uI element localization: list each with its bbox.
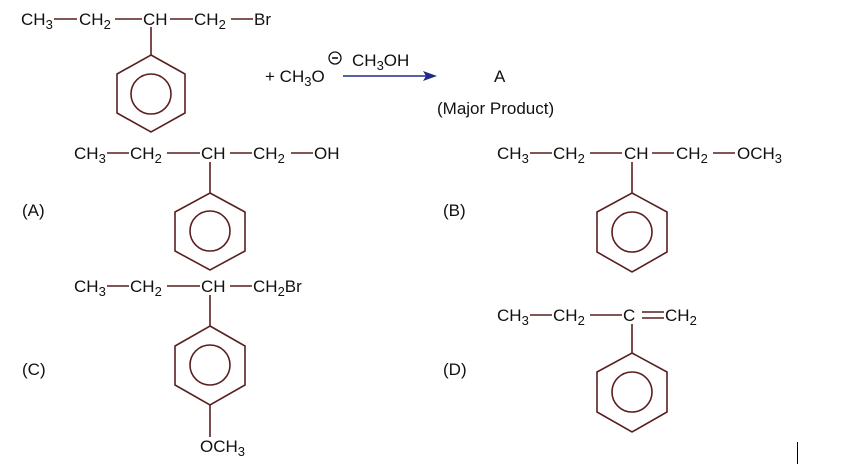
aromatic-circle: [611, 371, 653, 413]
aromatic-circle: [611, 211, 653, 253]
benzene-ring: [174, 192, 246, 271]
solvent-label: CH3OH: [352, 51, 410, 73]
reactant-ch: CH: [143, 10, 168, 29]
reagent: + CH3O: [265, 67, 325, 89]
aromatic-circle: [189, 210, 231, 252]
option-c-para-group: OCH3: [200, 437, 246, 459]
aromatic-circle: [130, 73, 172, 115]
negative-charge-icon: [328, 51, 342, 65]
aromatic-circle: [189, 344, 231, 386]
benzene-ring: [596, 352, 668, 433]
benzene-ring: [596, 192, 668, 273]
product-label: A: [494, 67, 506, 86]
option-label-b[interactable]: (B): [443, 201, 466, 220]
reactant-br: Br: [254, 10, 271, 29]
reactant-formula: CH3: [21, 10, 53, 32]
benzene-ring: [174, 325, 246, 406]
reactant-ch2: CH2: [79, 10, 111, 32]
arrow-head-icon: [423, 71, 437, 81]
option-label-a[interactable]: (A): [22, 201, 45, 220]
benzene-ring: [116, 54, 186, 133]
option-label-c[interactable]: (C): [22, 360, 46, 379]
reactant-ch2b: CH2: [194, 10, 226, 32]
product-note: (Major Product): [437, 99, 555, 118]
text-cursor: [797, 442, 798, 464]
option-label-d[interactable]: (D): [443, 360, 467, 379]
